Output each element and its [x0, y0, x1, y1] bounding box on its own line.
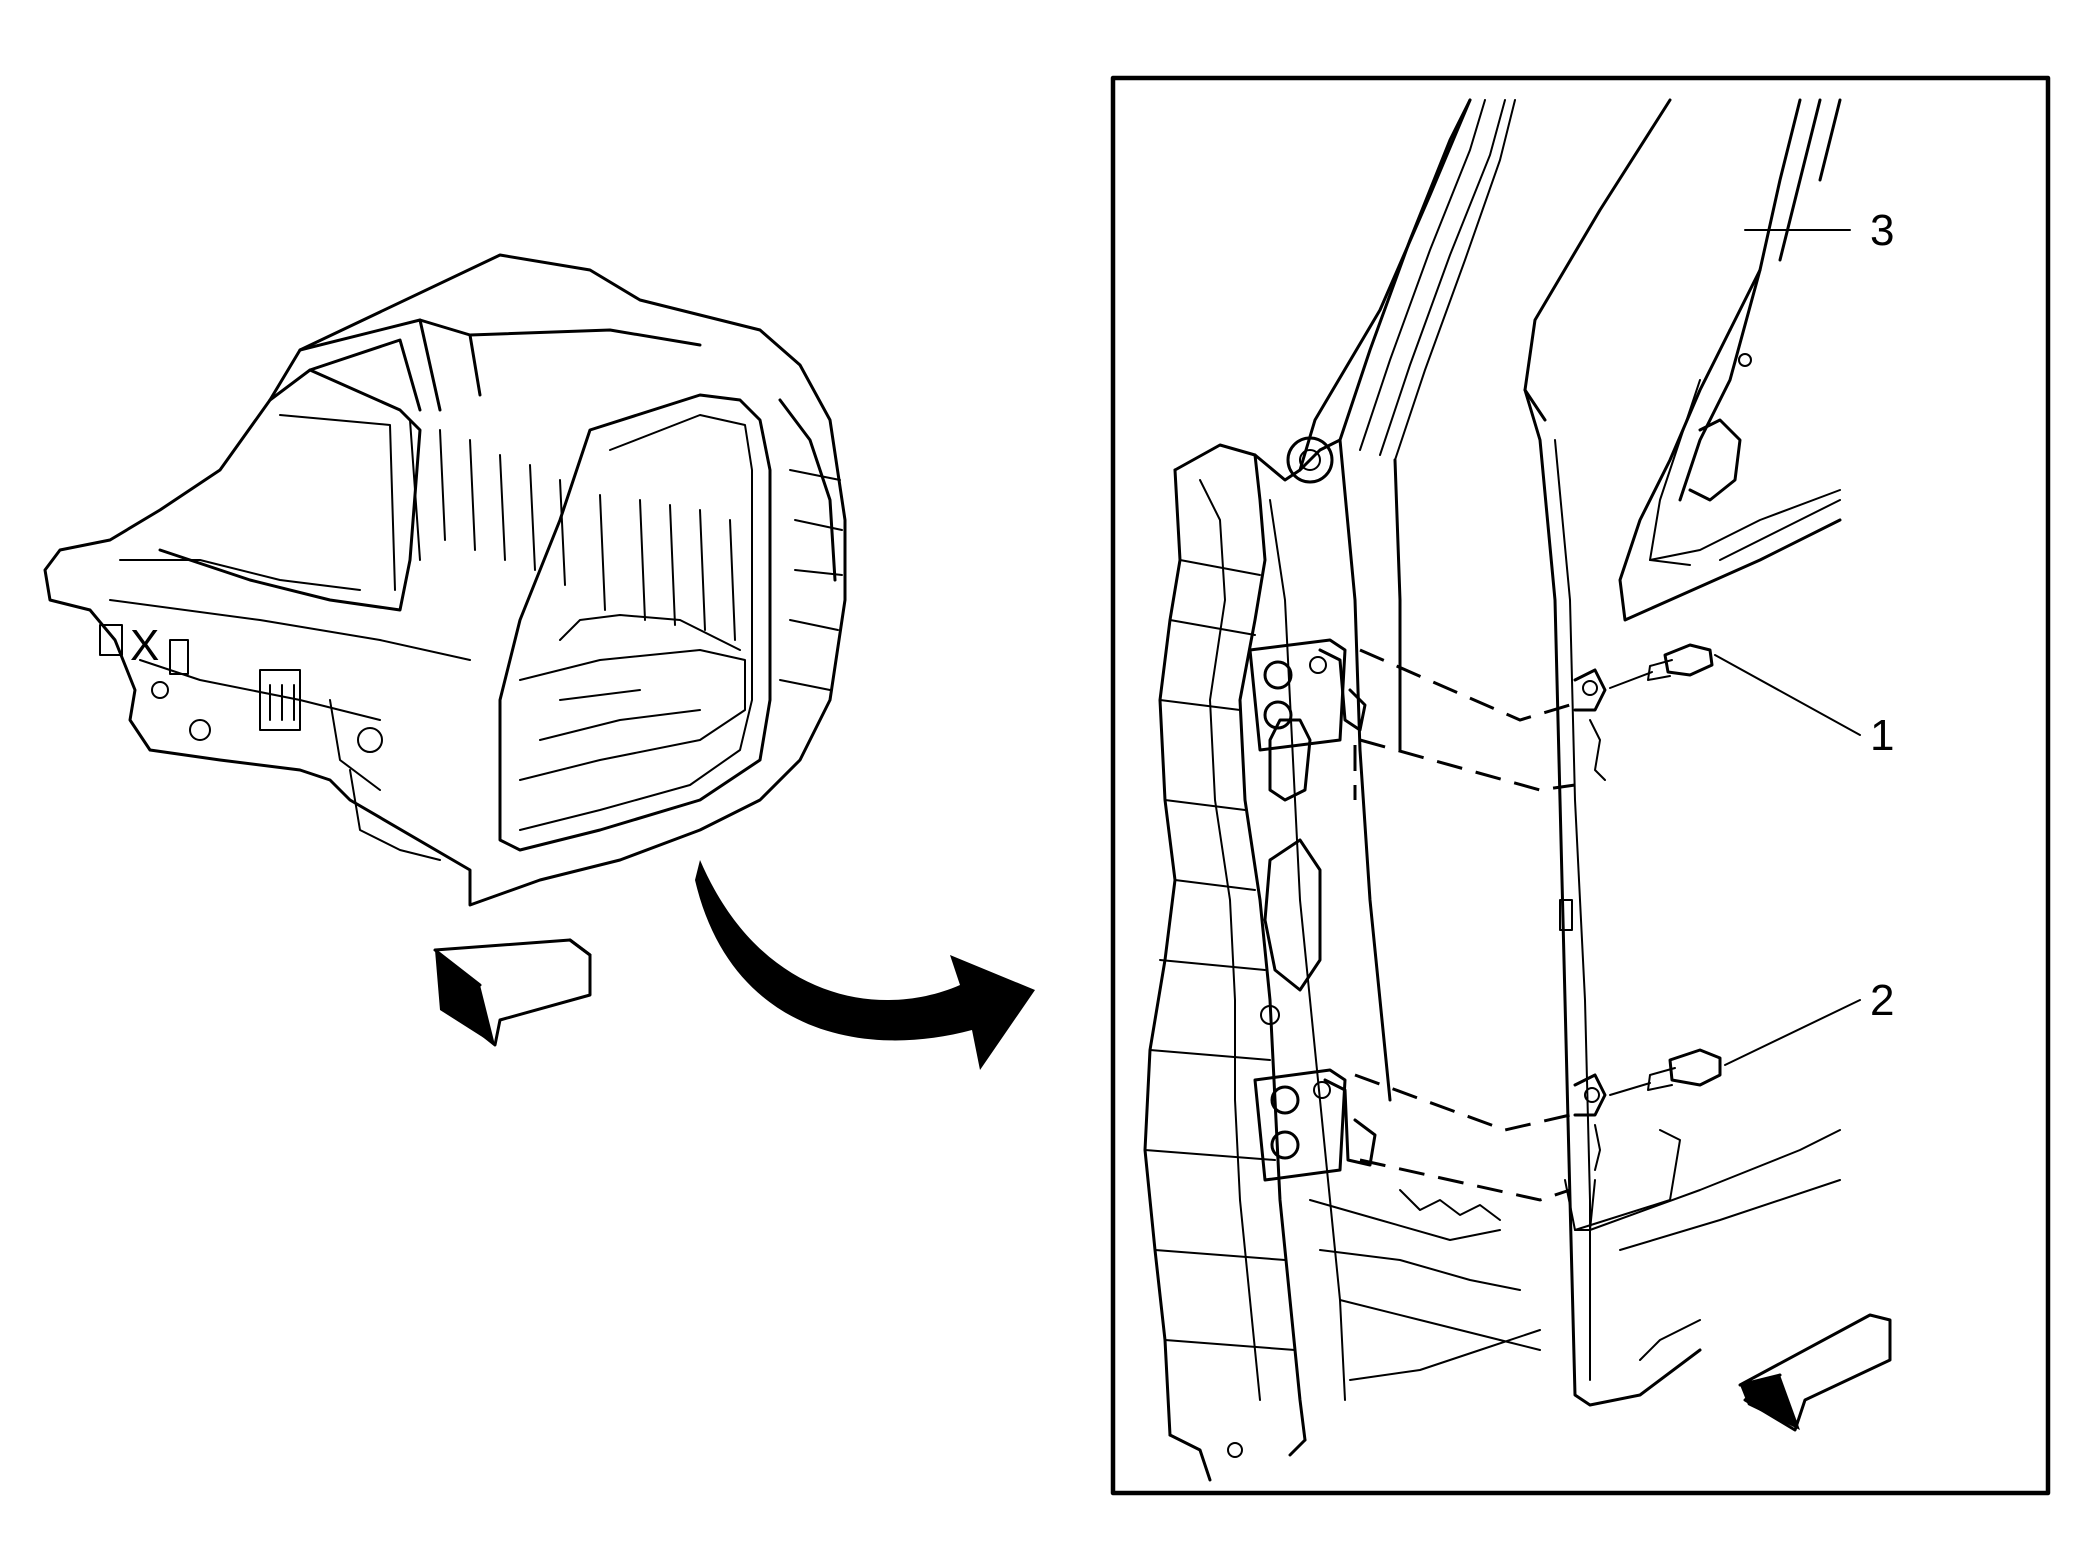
alignment-lines: [1353, 648, 1576, 1202]
leader-line-2: [1724, 999, 1861, 1066]
forward-arrow-icon: [433, 938, 592, 1047]
door-panel: [1523, 98, 1842, 1407]
bolt-2: [1609, 1048, 1722, 1096]
callout-1: 1: [1870, 711, 1894, 760]
leader-line-1: [1714, 654, 1861, 736]
bolt-1: [1609, 643, 1714, 689]
forward-arrow-icon: [1738, 1313, 1892, 1432]
curved-arrow-icon: [695, 860, 1035, 1070]
detail-view: 1 2 3: [1110, 75, 2051, 1496]
hinge-pillar: [1143, 98, 1541, 1482]
detail-frame: [1110, 75, 2051, 1496]
callout-2: 2: [1870, 976, 1894, 1025]
callout-3: 3: [1870, 206, 1894, 255]
svg-text:X: X: [130, 621, 159, 670]
cab-overview: X: [43, 253, 847, 907]
